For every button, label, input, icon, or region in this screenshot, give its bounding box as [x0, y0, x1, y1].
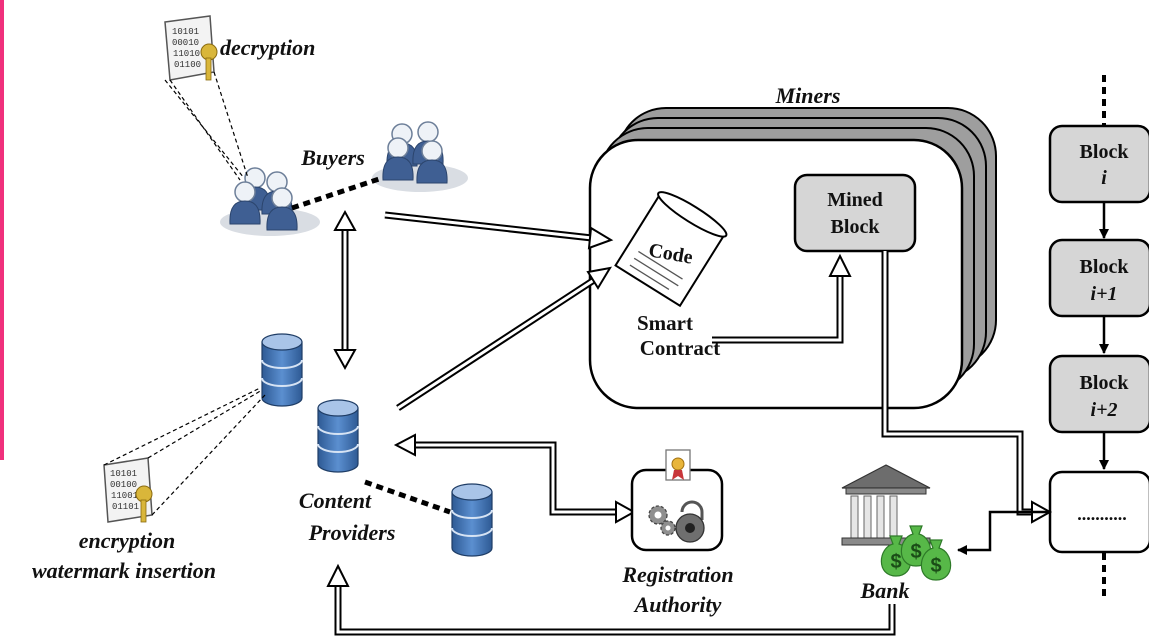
smart-contract-label-2: Contract — [640, 336, 720, 360]
svg-text:10101: 10101 — [110, 469, 137, 479]
database-icon-2 — [317, 399, 359, 473]
contract-to-block-arrow — [712, 253, 852, 344]
buyers-group-left — [220, 167, 320, 236]
decryption-projection — [164, 71, 249, 181]
bank-to-providers-arrow — [326, 563, 896, 636]
buyers-label: Buyers — [300, 145, 365, 170]
miners-label: Miners — [775, 83, 841, 108]
providers-dotted-link — [364, 479, 451, 515]
certificate-icon — [665, 449, 691, 481]
svg-text:i+1: i+1 — [1091, 283, 1118, 305]
buyers-to-contract-arrow — [384, 211, 614, 250]
encryption-projection — [103, 387, 266, 516]
svg-text:01101: 01101 — [112, 502, 139, 512]
watermark-insertion-label: watermark insertion — [32, 558, 216, 583]
decryption-label: decryption — [220, 35, 315, 60]
block-i-plus-1: Block i+1 — [1048, 238, 1149, 318]
svg-text:00010: 00010 — [172, 38, 199, 48]
providers-to-contract-arrow — [396, 266, 612, 411]
svg-text:00100: 00100 — [110, 480, 137, 490]
registration-authority-label-2: Authority — [633, 592, 722, 617]
block-i: Block i — [1048, 124, 1149, 204]
buyers-group-right — [372, 121, 468, 192]
svg-text:i+2: i+2 — [1091, 399, 1118, 421]
registration-authority-box — [630, 468, 724, 552]
registration-authority-label-1: Registration — [621, 562, 733, 587]
buyers-dotted-link — [291, 175, 383, 211]
svg-text:10101: 10101 — [172, 27, 199, 37]
mined-block: Mined Block — [793, 173, 917, 253]
database-icon-1 — [261, 333, 303, 407]
svg-text:11010: 11010 — [173, 49, 200, 59]
svg-text:...........: ........... — [1077, 504, 1127, 524]
gear-lock-icon — [648, 500, 705, 543]
svg-text:Block: Block — [831, 216, 881, 238]
document-key-icon-top: 10101 00010 11010 01100 — [164, 15, 218, 81]
svg-text:i: i — [1101, 167, 1107, 189]
svg-text:Block: Block — [1080, 141, 1130, 163]
block-i-plus-2: Block i+2 — [1048, 354, 1149, 434]
encryption-label: encryption — [79, 528, 176, 553]
bank-label: Bank — [860, 578, 910, 603]
smart-contract-label-1: Smart — [637, 311, 693, 335]
bank-building-icon — [841, 464, 931, 546]
scroll-icon — [614, 191, 728, 308]
database-icon-3 — [451, 483, 493, 557]
svg-text:Mined: Mined — [827, 189, 883, 211]
accent-bar — [0, 0, 4, 460]
providers-authority-arrow — [393, 433, 637, 524]
content-providers-label-1: Content — [299, 488, 372, 513]
buyers-providers-arrow — [333, 209, 357, 371]
content-providers-label-2: Providers — [308, 520, 396, 545]
svg-text:01100: 01100 — [174, 60, 201, 70]
svg-text:Block: Block — [1080, 256, 1130, 278]
block-next: ........... — [1048, 470, 1149, 554]
svg-text:11001: 11001 — [111, 491, 138, 501]
svg-text:Block: Block — [1080, 372, 1130, 394]
chain-to-bank-arrow — [957, 510, 1050, 555]
document-key-icon-bottom: 10101 00100 11001 01101 — [103, 457, 153, 523]
